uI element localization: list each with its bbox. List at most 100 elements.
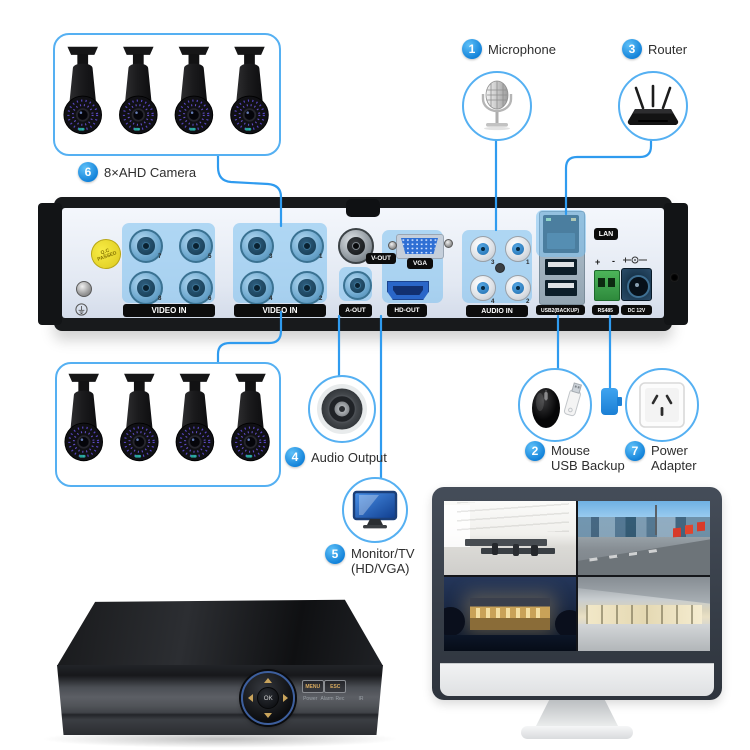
power-outlet-icon bbox=[625, 368, 699, 442]
indicator-alarm: Alarm bbox=[320, 695, 334, 702]
hd-out-label: HD-OUT bbox=[387, 304, 427, 317]
mouse-usb-icon bbox=[518, 368, 592, 442]
callout-label-power-2: Adapter bbox=[651, 458, 697, 473]
bnc-port-2 bbox=[290, 271, 324, 305]
rs485-label: RS485 bbox=[592, 305, 619, 315]
bnc-port-6 bbox=[179, 271, 213, 305]
bnc-port-3 bbox=[240, 229, 274, 263]
ear-screw bbox=[670, 273, 679, 282]
rs485-minus: - bbox=[612, 256, 615, 266]
port-number: 6 bbox=[208, 295, 212, 302]
ok-button: OK bbox=[257, 687, 279, 709]
bnc-port-1 bbox=[290, 229, 324, 263]
callout-label-mouse-1: Mouse bbox=[551, 443, 591, 458]
microphone-icon bbox=[462, 71, 532, 141]
indicator-ir: IR bbox=[358, 695, 364, 702]
rs485-terminal bbox=[594, 270, 620, 301]
audio-center-screw bbox=[495, 263, 505, 273]
port-number: 1 bbox=[526, 259, 530, 266]
panel-screw bbox=[76, 281, 92, 297]
mount-ear-left bbox=[38, 203, 62, 325]
port-number: 4 bbox=[491, 298, 495, 305]
rca-port-3 bbox=[470, 236, 496, 262]
router-icon bbox=[618, 71, 688, 141]
monitor-tv-icon bbox=[342, 477, 408, 543]
rs485-plus: + bbox=[595, 257, 601, 267]
callout-label-monitor-2: (HD/VGA) bbox=[351, 561, 410, 576]
bnc-port-5 bbox=[179, 229, 213, 263]
monitor-display bbox=[432, 487, 722, 740]
vga-label: VGA bbox=[407, 258, 433, 269]
a-out-label: A-OUT bbox=[339, 304, 372, 317]
nav-right-icon bbox=[283, 694, 288, 702]
v-out-label: V-OUT bbox=[366, 253, 396, 264]
callout-label-monitor-1: Monitor/TV bbox=[351, 546, 415, 561]
callout-label-router: Router bbox=[648, 42, 688, 57]
lan-label: LAN bbox=[594, 228, 618, 240]
monitor-chin bbox=[440, 663, 714, 696]
monitor-base bbox=[521, 726, 633, 739]
panel-top-handle bbox=[346, 199, 380, 217]
bnc-port-7 bbox=[129, 229, 163, 263]
vga-port bbox=[396, 234, 444, 259]
callout-label-power-1: Power bbox=[651, 443, 688, 458]
port-number: 3 bbox=[269, 253, 273, 260]
cam-view-office bbox=[444, 501, 576, 575]
dvr-front: OK MENU ESC Power Alarm Rec IR bbox=[40, 594, 400, 748]
dc-polarity-icon bbox=[623, 256, 647, 264]
callout-label-mouse-2: USB Backup bbox=[551, 458, 625, 473]
port-number: 1 bbox=[319, 253, 323, 260]
ground-symbol bbox=[75, 303, 88, 316]
dvr-front-face bbox=[57, 665, 383, 735]
menu-button: MENU bbox=[302, 680, 324, 693]
callout-num-audio-output: 4 bbox=[285, 447, 305, 467]
rca-port-1 bbox=[505, 236, 531, 262]
usb-label: USB2(BACKUP) bbox=[536, 305, 585, 315]
camera-group-top bbox=[53, 33, 281, 156]
monitor-neck bbox=[536, 700, 618, 726]
callout-num-monitor: 5 bbox=[325, 544, 345, 564]
port-number: 2 bbox=[319, 295, 323, 302]
esc-button: ESC bbox=[324, 680, 346, 693]
rca-port-2 bbox=[505, 275, 531, 301]
dvr-rear-panel: Q.C PASSED 7 5 8 6 VIDEO IN 3 1 4 2 VIDE… bbox=[38, 197, 688, 331]
dc-jack bbox=[621, 268, 652, 301]
callout-num-power: 7 bbox=[625, 441, 645, 461]
callout-num-camera: 6 bbox=[78, 162, 98, 182]
indicator-rec: Rec bbox=[335, 695, 345, 702]
rca-port-4 bbox=[470, 275, 496, 301]
port-number: 3 bbox=[491, 259, 495, 266]
callout-num-router: 3 bbox=[622, 39, 642, 59]
port-number: 2 bbox=[526, 298, 530, 305]
usb-port-1 bbox=[545, 259, 577, 275]
callout-label-camera: 8×AHD Camera bbox=[104, 165, 197, 180]
usb-port-2 bbox=[545, 280, 577, 296]
audio-in-label: AUDIO IN bbox=[466, 305, 528, 317]
cam-view-mall bbox=[578, 577, 710, 651]
nav-left-icon bbox=[248, 694, 253, 702]
video-in-right-label: VIDEO IN bbox=[234, 304, 326, 317]
vga-screw-right bbox=[444, 239, 453, 248]
hdmi-port bbox=[387, 281, 429, 300]
monitor-screen bbox=[444, 501, 710, 651]
video-in-left-label: VIDEO IN bbox=[123, 304, 215, 317]
dc-12v-label: DC 12V bbox=[621, 305, 652, 315]
ahd-cameras-top bbox=[63, 45, 270, 135]
dvr-top-face bbox=[56, 599, 384, 666]
vga-screw-left bbox=[388, 241, 397, 250]
callout-num-microphone: 1 bbox=[462, 39, 482, 59]
callout-num-mouse: 2 bbox=[525, 441, 545, 461]
nav-up-icon bbox=[264, 678, 272, 683]
a-out-port bbox=[343, 271, 372, 300]
dvr-nav-pad: OK bbox=[241, 671, 295, 725]
port-number: 4 bbox=[269, 295, 273, 302]
callout-label-microphone: Microphone bbox=[488, 42, 556, 57]
speaker-icon bbox=[308, 375, 376, 443]
port-number: 8 bbox=[158, 295, 162, 302]
cam-view-house-night bbox=[444, 577, 576, 651]
callout-label-audio-output: Audio Output bbox=[311, 450, 387, 465]
mount-ear-right bbox=[664, 203, 688, 325]
nav-down-icon bbox=[264, 713, 272, 718]
port-number: 5 bbox=[208, 253, 212, 260]
